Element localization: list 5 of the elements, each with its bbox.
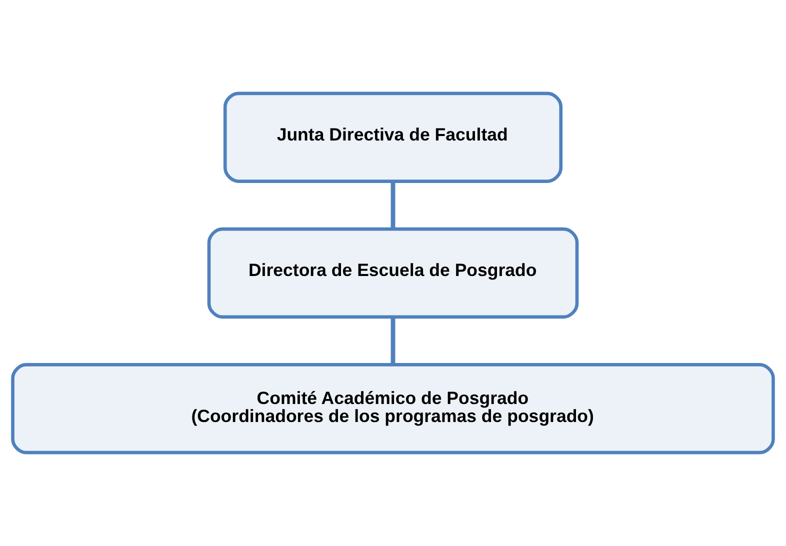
node-box: Junta Directiva de Facultad bbox=[223, 92, 563, 183]
connector bbox=[390, 317, 396, 365]
node-box: Directora de Escuela de Posgrado bbox=[207, 227, 579, 319]
node-box: Comité Académico de Posgrado (Coordinadores de los programas de posgrado) bbox=[11, 363, 775, 454]
connector bbox=[390, 181, 396, 230]
